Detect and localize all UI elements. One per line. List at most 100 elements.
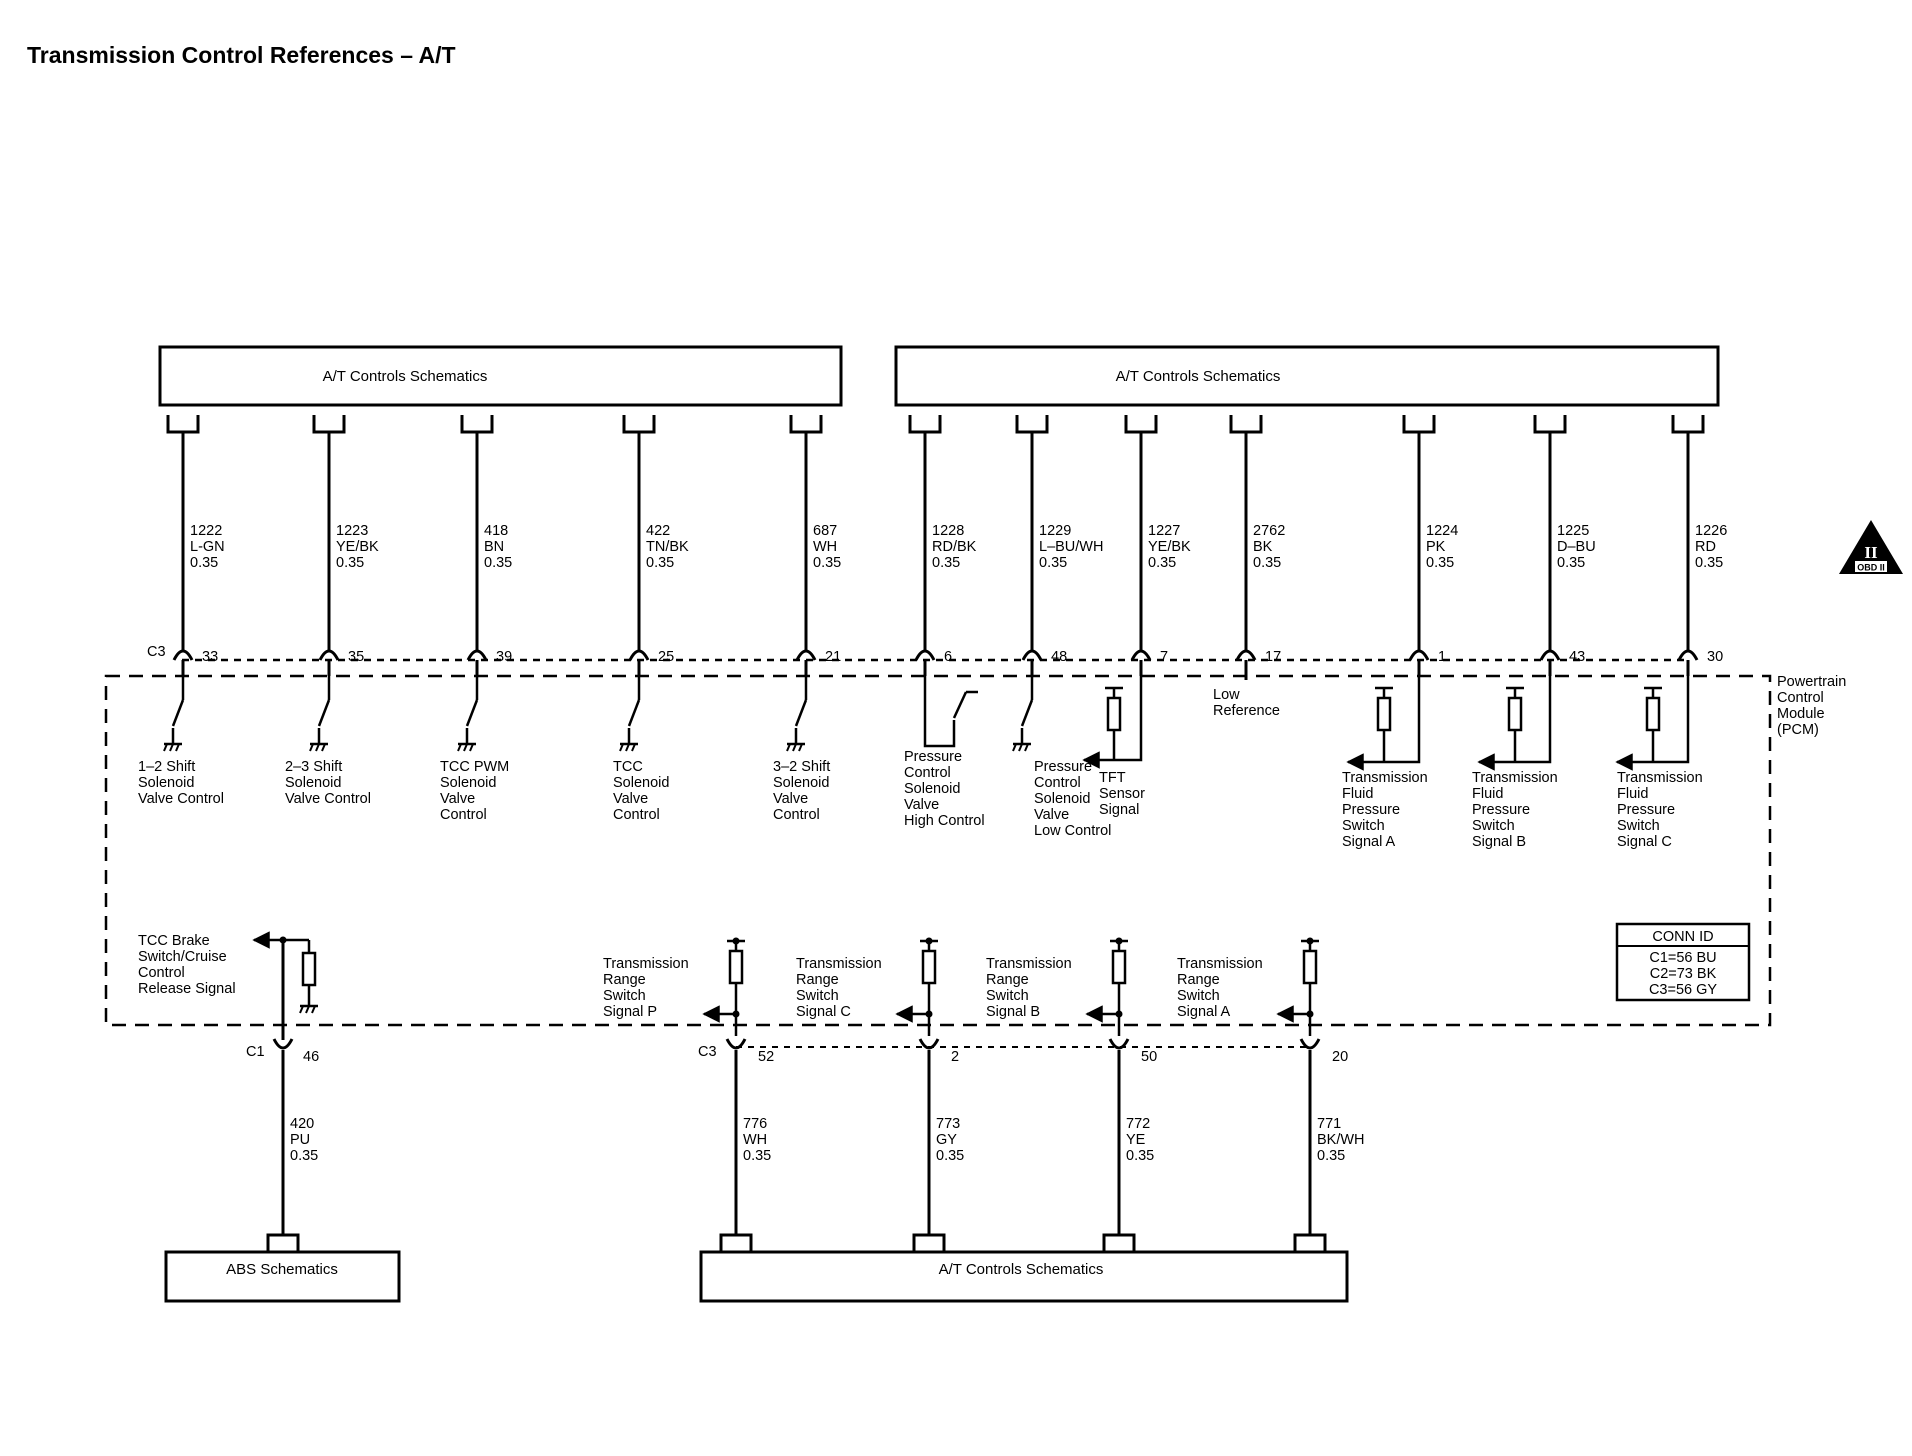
top-wire-7-desc-1: Pressure bbox=[1034, 759, 1092, 775]
pcm-label-line-1: Powertrain bbox=[1777, 674, 1846, 690]
top-wire-1-desc-2: Solenoid bbox=[138, 775, 194, 791]
top-wire-4-pin bbox=[628, 649, 650, 661]
bottom-wire-3-terminal bbox=[1102, 1233, 1136, 1252]
schematic-box-abs-label: ABS Schematics bbox=[226, 1261, 338, 1278]
top-wire-7-pin bbox=[1021, 649, 1043, 661]
top-wire-10-circuit: 1224 bbox=[1426, 523, 1458, 539]
top-wire-7-terminal bbox=[1015, 415, 1049, 434]
top-wire-4-gauge: 0.35 bbox=[646, 555, 674, 571]
top-wire-9-circuit: 2762 bbox=[1253, 523, 1285, 539]
top-wire-5-desc-3: Valve bbox=[773, 791, 808, 807]
top-wire-8-pin bbox=[1130, 649, 1152, 661]
top-wire-7-color: L–BU/WH bbox=[1039, 539, 1103, 555]
top-wire-7-switch-blade bbox=[1020, 699, 1034, 727]
top-wire-6-circuit: 1228 bbox=[932, 523, 964, 539]
top-wire-4-color: TN/BK bbox=[646, 539, 689, 555]
tcc-ground-icon bbox=[299, 1004, 318, 1014]
top-wire-11-desc-2: Fluid bbox=[1472, 786, 1503, 802]
top-wire-3-pin-number: 39 bbox=[496, 649, 512, 665]
top-wire-7-desc-4: Valve bbox=[1034, 807, 1069, 823]
bottom-wire-4-resistor-icon bbox=[1301, 939, 1319, 1036]
top-wire-4-circuit: 422 bbox=[646, 523, 670, 539]
top-wire-9-gauge: 0.35 bbox=[1253, 555, 1281, 571]
top-wire-8-desc-2: Sensor bbox=[1099, 786, 1145, 802]
top-wire-11-color: D–BU bbox=[1557, 539, 1596, 555]
top-wire-12-desc-4: Switch bbox=[1617, 818, 1660, 834]
top-wire-7-ground-icon bbox=[1012, 742, 1031, 752]
top-wire-12-terminal bbox=[1671, 415, 1705, 434]
bottom-wire-2-node bbox=[925, 937, 933, 945]
top-wire-2-desc-2: Solenoid bbox=[285, 775, 341, 791]
top-wire-9-color: BK bbox=[1253, 539, 1273, 555]
top-wire-11-desc-1: Transmission bbox=[1472, 770, 1558, 786]
top-wire-6-desc-3: Solenoid bbox=[904, 781, 960, 797]
top-wire-10-desc-2: Fluid bbox=[1342, 786, 1373, 802]
tcc-color: PU bbox=[290, 1132, 310, 1148]
top-wire-11-pin-number: 43 bbox=[1569, 649, 1585, 665]
top-wire-4-ground-icon bbox=[619, 742, 638, 752]
low-reference-label-1: Low bbox=[1213, 687, 1240, 703]
top-wire-7-desc-3: Solenoid bbox=[1034, 791, 1090, 807]
bottom-wire-4-desc-2: Range bbox=[1177, 972, 1220, 988]
pressure-switch-1-loop bbox=[1384, 676, 1421, 764]
top-wire-5-desc-4: Control bbox=[773, 807, 820, 823]
top-wire-4-desc-3: Valve bbox=[613, 791, 648, 807]
top-wire-10-desc-5: Signal A bbox=[1342, 834, 1396, 850]
top-wire-5-color: WH bbox=[813, 539, 837, 555]
top-wire-5-gauge: 0.35 bbox=[813, 555, 841, 571]
top-wire-6-desc-4: Valve bbox=[904, 797, 939, 813]
bottom-wire-1-resistor-icon bbox=[727, 939, 745, 1036]
bottom-wire-2-pin bbox=[918, 1038, 940, 1050]
bottom-wire-2-gauge: 0.35 bbox=[936, 1148, 964, 1164]
top-wire-2-gauge: 0.35 bbox=[336, 555, 364, 571]
top-wire-2-color: YE/BK bbox=[336, 539, 379, 555]
top-wire-2-circuit: 1223 bbox=[336, 523, 368, 539]
top-wire-8-desc-1: TFT bbox=[1099, 770, 1126, 786]
pressure-switch-3-resistor-icon bbox=[1644, 686, 1662, 762]
bottom-wire-3-desc-1: Transmission bbox=[986, 956, 1072, 972]
bottom-wire-1-desc-1: Transmission bbox=[603, 956, 689, 972]
page-title: Transmission Control References – A/T bbox=[27, 42, 456, 68]
bottom-wire-1-desc-3: Switch bbox=[603, 988, 646, 1004]
top-wire-8-pin-number: 7 bbox=[1160, 649, 1168, 665]
top-wire-7-desc-5: Low Control bbox=[1034, 823, 1111, 839]
top-wire-6-terminal bbox=[908, 415, 942, 434]
obd-ii-text: OBD II bbox=[1857, 563, 1885, 573]
top-wire-12-desc-2: Fluid bbox=[1617, 786, 1648, 802]
obd-ii-numeral: II bbox=[1864, 543, 1878, 562]
tcc-resistor-icon bbox=[301, 951, 317, 987]
top-wire-11-desc-4: Switch bbox=[1472, 818, 1515, 834]
top-wire-2-pin-number: 35 bbox=[348, 649, 364, 665]
top-wire-1-circuit: 1222 bbox=[190, 523, 222, 539]
bottom-wire-2-pin-number: 2 bbox=[951, 1049, 959, 1065]
top-wire-3-terminal bbox=[460, 415, 494, 434]
conn-id-row-1: C1=56 BU bbox=[1649, 950, 1716, 966]
bottom-wire-2: 2773GY0.35TransmissionRangeSwitchSignal … bbox=[796, 937, 964, 1252]
top-wire-9-pin-number: 17 bbox=[1265, 649, 1281, 665]
top-wire-5-pin-number: 21 bbox=[825, 649, 841, 665]
bottom-wire-1-desc-4: Signal P bbox=[603, 1004, 657, 1020]
bottom-wire-3-desc-4: Signal B bbox=[986, 1004, 1040, 1020]
top-wire-1-switch-blade bbox=[171, 699, 185, 727]
conn-id-table: CONN ID C1=56 BU C2=73 BK C3=56 GY bbox=[1615, 922, 1751, 1002]
top-wire-8-desc-3: Signal bbox=[1099, 802, 1139, 818]
bottom-wire-4-pin-number: 20 bbox=[1332, 1049, 1348, 1065]
bottom-wire-2-resistor-icon bbox=[920, 939, 938, 1036]
top-wire-1-gauge: 0.35 bbox=[190, 555, 218, 571]
top-wire-12-color: RD bbox=[1695, 539, 1716, 555]
bottom-wire-1-color: WH bbox=[743, 1132, 767, 1148]
bottom-wire-3-circuit: 772 bbox=[1126, 1116, 1150, 1132]
top-wire-3-ground-icon bbox=[457, 742, 476, 752]
pressure-switch-1-resistor-icon bbox=[1375, 686, 1393, 762]
tcc-gauge: 0.35 bbox=[290, 1148, 318, 1164]
top-wire-5-circuit: 687 bbox=[813, 523, 837, 539]
top-wire-3-gauge: 0.35 bbox=[484, 555, 512, 571]
top-wire-11-desc-3: Pressure bbox=[1472, 802, 1530, 818]
pressure-switch-2-resistor-icon bbox=[1506, 686, 1524, 762]
connector-c1-label: C1 bbox=[246, 1044, 265, 1060]
top-wire-1-desc-1: 1–2 Shift bbox=[138, 759, 195, 775]
